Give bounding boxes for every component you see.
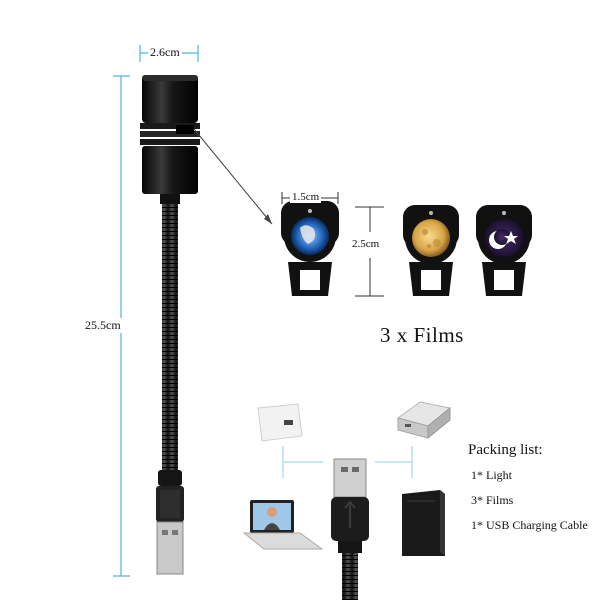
pc-tower bbox=[402, 490, 445, 556]
packing-list-title: Packing list: bbox=[468, 442, 543, 458]
film-height-label: 2.5cm bbox=[350, 238, 382, 250]
film-earth bbox=[281, 201, 339, 296]
projector-light bbox=[140, 75, 200, 575]
film-width-label: 1.5cm bbox=[290, 191, 322, 203]
pointer-line bbox=[193, 128, 273, 225]
usb-plug bbox=[331, 458, 369, 600]
film-moon-star bbox=[476, 205, 532, 296]
packing-item: 3* Films bbox=[471, 493, 514, 507]
usb-wall-adapter bbox=[257, 403, 303, 442]
laptop bbox=[242, 500, 324, 550]
packing-item: 1* Light bbox=[471, 468, 512, 482]
film-moon bbox=[403, 205, 459, 296]
packing-list: Packing list: 1* Light 3* Films 1* USB C… bbox=[468, 442, 588, 533]
power-bank bbox=[396, 401, 452, 440]
total-length-label: 25.5cm bbox=[83, 318, 123, 333]
films-title: 3 x Films bbox=[380, 323, 464, 347]
packing-item: 1* USB Charging Cable bbox=[471, 518, 588, 532]
connection-lines bbox=[282, 446, 413, 478]
head-width-label: 2.6cm bbox=[148, 45, 182, 60]
